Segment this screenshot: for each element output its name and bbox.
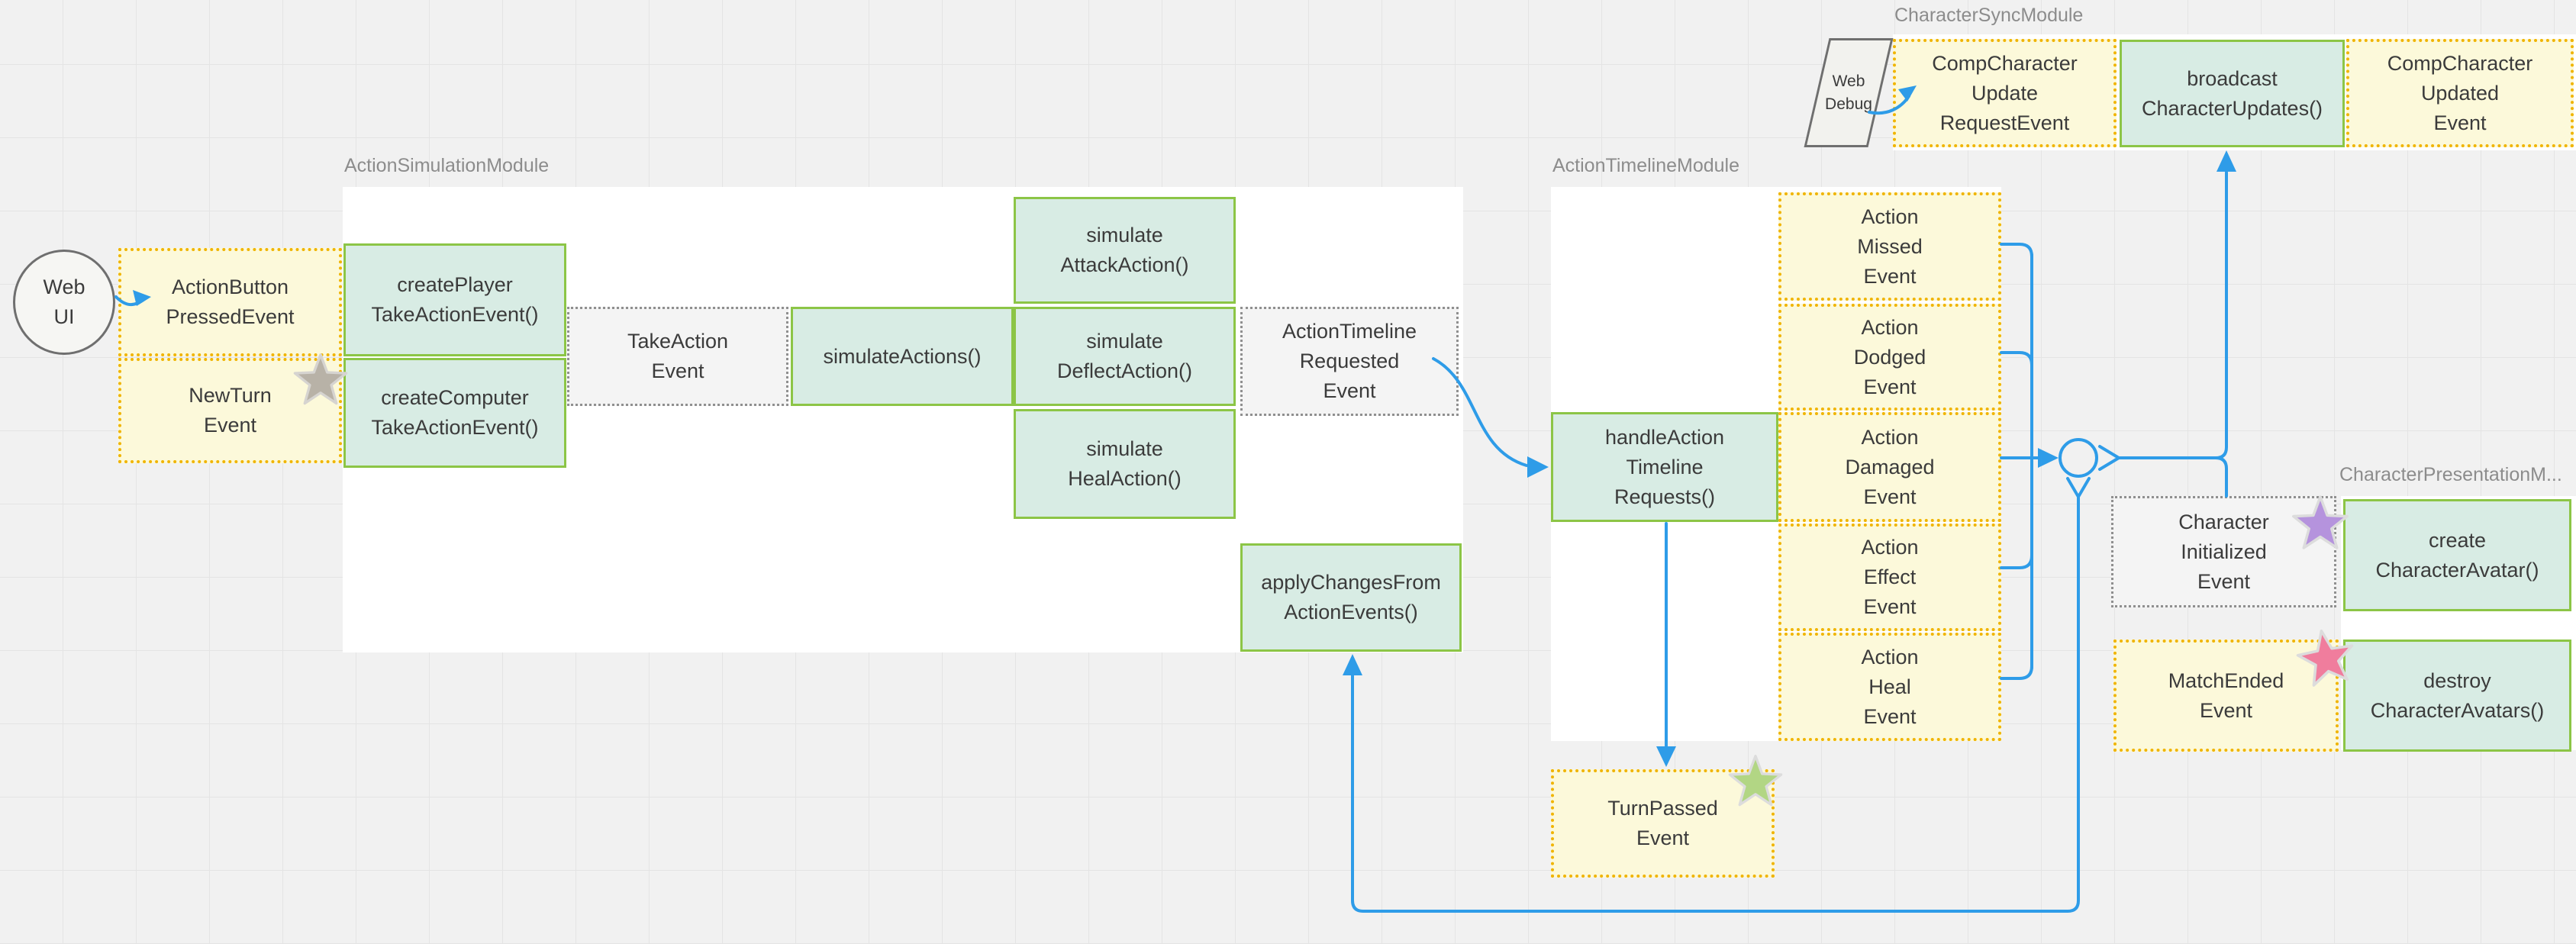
green-star-icon[interactable] [1723, 751, 1788, 815]
node-action-dodged-event[interactable]: Action Dodged Event [1778, 304, 2001, 411]
node-create-character-avatar[interactable]: create CharacterAvatar() [2343, 499, 2571, 611]
node-character-initialized-event[interactable]: Character Initialized Event [2111, 496, 2336, 607]
arrowhead-handler [1527, 456, 1549, 478]
arrowhead-turnpassed [1656, 746, 1676, 767]
node-comp-character-update-request-event[interactable]: CompCharacter Update RequestEvent [1893, 39, 2117, 147]
node-destroy-character-avatars[interactable]: destroy CharacterAvatars() [2343, 640, 2571, 752]
node-web-ui[interactable]: Web UI [13, 250, 115, 355]
node-comp-character-updated-event[interactable]: CompCharacter Updated Event [2346, 39, 2574, 147]
arrowhead-broadcast [2217, 150, 2236, 172]
character-presentation-module-label: CharacterPresentationM... [2339, 464, 2562, 485]
junction-circle [2059, 438, 2098, 478]
arrowhead-junction-in [2038, 448, 2059, 468]
gray-star-icon[interactable] [289, 350, 353, 414]
node-simulate-heal-action[interactable]: simulate HealAction() [1014, 409, 1236, 519]
node-new-turn-event[interactable]: NewTurn Event [118, 358, 342, 463]
edge-dodged-feeder [2000, 351, 2033, 366]
node-create-player-take-action-event[interactable]: createPlayer TakeActionEvent() [343, 243, 566, 356]
node-action-effect-event[interactable]: Action Effect Event [1778, 524, 2001, 631]
edge-effect-feeder [2000, 554, 2033, 569]
node-simulate-actions[interactable]: simulateActions() [791, 307, 1014, 406]
node-action-button-pressed-event[interactable]: ActionButton PressedEvent [118, 248, 342, 356]
character-sync-module-label: CharacterSyncModule [1894, 5, 2084, 26]
edge-heal-feeder [2000, 665, 2033, 680]
node-create-computer-take-action-event[interactable]: createComputer TakeActionEvent() [343, 358, 566, 468]
open-arrow-right [2098, 445, 2120, 471]
node-action-heal-event[interactable]: Action Heal Event [1778, 633, 2001, 741]
open-arrow-down [2066, 477, 2091, 498]
node-apply-changes-from-action-events[interactable]: applyChangesFrom ActionEvents() [1240, 543, 1462, 652]
node-action-timeline-requested-event[interactable]: ActionTimeline Requested Event [1240, 307, 1459, 416]
edge-missed-feeder [2000, 243, 2033, 258]
node-simulate-deflect-action[interactable]: simulate DeflectAction() [1014, 307, 1236, 406]
action-simulation-module-label: ActionSimulationModule [344, 155, 550, 176]
node-action-damaged-event[interactable]: Action Damaged Event [1778, 412, 2001, 522]
edge-junction-to-characterinit [2214, 456, 2228, 498]
action-timeline-module-label: ActionTimelineModule [1552, 155, 1740, 176]
node-simulate-attack-action[interactable]: simulate AttackAction() [1014, 197, 1236, 304]
purple-star-icon[interactable] [2287, 491, 2354, 559]
pink-star-icon[interactable] [2287, 620, 2366, 699]
node-action-missed-event[interactable]: Action Missed Event [1778, 192, 2001, 301]
node-web-debug[interactable]: Web Debug [1804, 38, 1894, 147]
edge-junction-to-broadcast [2117, 171, 2228, 459]
node-broadcast-character-updates[interactable]: broadcast CharacterUpdates() [2120, 40, 2345, 147]
web-debug-label: Web Debug [1825, 72, 1872, 113]
arrowhead-applychanges [1343, 654, 1362, 675]
node-take-action-event[interactable]: TakeAction Event [567, 307, 788, 406]
node-handle-action-timeline-requests[interactable]: handleAction Timeline Requests() [1551, 412, 1778, 522]
